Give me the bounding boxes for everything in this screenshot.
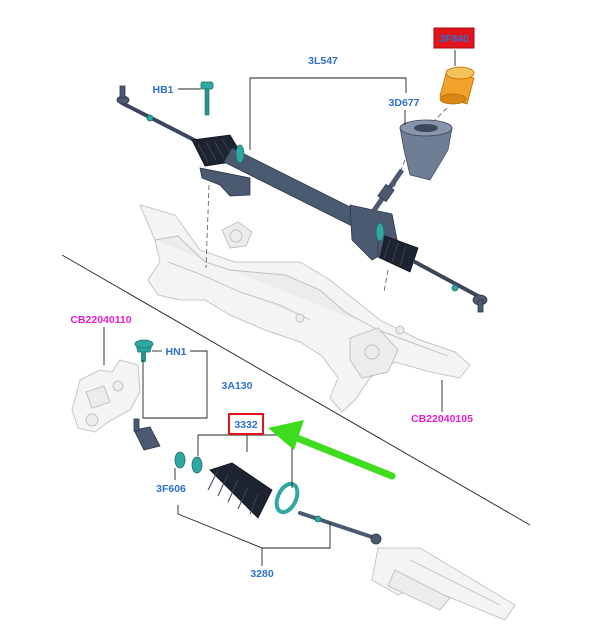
rack-ghost-illustration bbox=[371, 547, 516, 621]
steering-rack bbox=[116, 85, 488, 313]
label-hb1: HB1 bbox=[152, 84, 173, 96]
knuckle-illustration bbox=[71, 359, 141, 433]
label-3f606: 3F606 bbox=[156, 483, 186, 495]
intermediate-shaft bbox=[363, 119, 453, 224]
bolt-hb1 bbox=[200, 81, 214, 116]
section-divider-line bbox=[61, 254, 531, 526]
label-cb22040110: CB22040110 bbox=[70, 314, 131, 326]
label-cb22040105: CB22040105 bbox=[411, 413, 473, 425]
green-arrow-indicator bbox=[268, 420, 396, 480]
highlight-box-3f840 bbox=[433, 27, 475, 49]
reservoir-dash-line bbox=[426, 107, 448, 129]
reservoir-3f840 bbox=[439, 66, 475, 105]
subframe-illustration bbox=[139, 204, 471, 413]
label-3332: 3332 bbox=[234, 419, 258, 431]
label-hn1: HN1 bbox=[165, 346, 186, 358]
leader-3a130 bbox=[142, 350, 208, 419]
mount-dash-line bbox=[205, 184, 210, 269]
leader-3l547 bbox=[249, 77, 407, 150]
highlight-box-3332 bbox=[228, 413, 264, 435]
label-3a130: 3A130 bbox=[222, 380, 253, 392]
label-3d677: 3D677 bbox=[389, 97, 420, 109]
inner-tie-rod-3280 bbox=[298, 511, 382, 545]
rack-mount-dash-line bbox=[383, 269, 389, 293]
label-3280: 3280 bbox=[250, 568, 274, 580]
label-3l547: 3L547 bbox=[308, 55, 338, 67]
label-3f840: 3F840 bbox=[439, 33, 469, 45]
boot-3332 bbox=[207, 462, 300, 519]
tie-rod-end-3a130 bbox=[133, 418, 161, 451]
ball-joint-hn1 bbox=[134, 339, 154, 362]
clamps-3f606 bbox=[174, 451, 203, 474]
